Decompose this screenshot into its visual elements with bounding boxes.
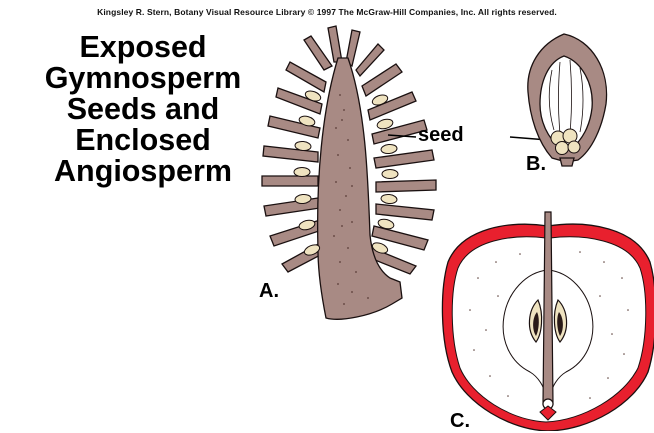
apple-stem bbox=[543, 212, 553, 404]
pine-cone-section bbox=[262, 26, 436, 319]
seed-label: seed bbox=[418, 124, 464, 147]
label-b: B. bbox=[526, 153, 546, 176]
flower-section bbox=[528, 34, 607, 166]
flower-stalk bbox=[560, 158, 574, 166]
apple-section bbox=[442, 212, 654, 431]
label-a: A. bbox=[259, 280, 279, 303]
label-c: C. bbox=[450, 410, 470, 433]
